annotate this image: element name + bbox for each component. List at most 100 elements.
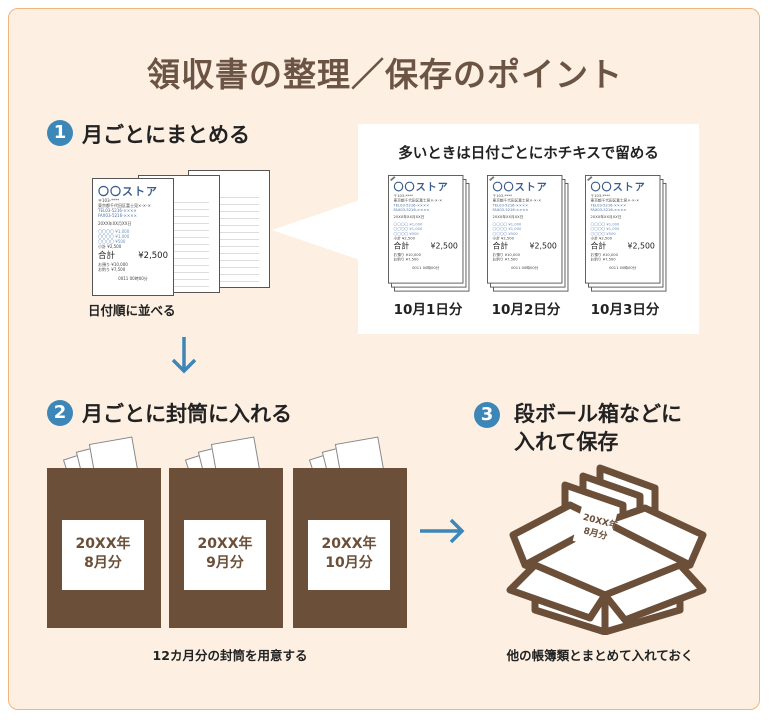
staple-box-heading: 多いときは日付ごとにホチキスで留める	[398, 146, 659, 162]
staple-icon	[587, 176, 593, 181]
receipt-date: 20XX年XX月XX日	[393, 214, 425, 220]
receipt: 〇〇ストア 〒103-**** 東京都千代田区富士見×-×-× TEL03-52…	[487, 175, 563, 284]
step-3-badge: 3	[474, 402, 500, 428]
envelope: 20XX年 9月分	[169, 468, 283, 628]
receipt-paid: お預り ¥10,000	[98, 262, 128, 267]
receipt-total-label: 合計	[492, 242, 509, 252]
date-label: 10月3日分	[590, 302, 660, 318]
receipt-total: ¥2,500	[529, 242, 557, 252]
receipt-total-row: 合計 ¥2,500	[493, 242, 557, 252]
receipt-change: お釣り ¥7,500	[492, 256, 518, 262]
envelope-year: 20XX年	[75, 536, 131, 552]
receipt-total-label: 合計	[393, 242, 410, 252]
receipt-postal: 〒103-****	[393, 193, 413, 198]
staple-icon	[489, 176, 495, 181]
receipt-change: お釣り ¥7,500	[590, 256, 616, 262]
envelope-month: 8月分	[84, 555, 122, 571]
receipt-total-row: 合計 ¥2,500	[98, 251, 168, 262]
receipt-store: 〇〇ストア	[393, 181, 449, 194]
receipt-postal: 〒103-****	[492, 193, 512, 198]
receipt-address: 東京都千代田区富士見×-×-×	[393, 198, 443, 203]
receipt: 〇〇ストア 〒103-**** 東京都千代田区富士見×-×-× TEL03-52…	[585, 175, 661, 284]
envelope: 20XX年 10月分	[293, 468, 407, 628]
receipt-fax: FAX03-5216-××××	[393, 207, 430, 212]
receipt-footer: 0011 00時00分	[412, 265, 440, 270]
receipt-total-label: 合計	[590, 242, 607, 252]
receipt-item: 〇〇〇〇 ¥1,000	[98, 229, 130, 234]
receipt-item: 小計 ¥2,500	[590, 235, 612, 241]
envelope-year: 20XX年	[321, 536, 377, 552]
receipt-date: 20XX年XX月XX日	[492, 214, 524, 220]
receipt-total: ¥2,500	[430, 242, 458, 252]
receipt-postal: 〒103-****	[98, 198, 120, 203]
receipt-store: 〇〇ストア	[492, 181, 548, 194]
page-title: 領収書の整理／保存のポイント	[147, 55, 623, 94]
receipt-item: 小計 ¥2,500	[492, 235, 514, 241]
receipt-fax: FAX03-5216-××××	[590, 207, 627, 212]
receipt-store: 〇〇ストア	[590, 181, 646, 194]
receipt-total-label: 合計	[98, 251, 116, 261]
receipt-fax: FAX03-5216-××××	[98, 213, 137, 218]
receipt-address: 東京都千代田区富士見×-×-×	[98, 203, 151, 208]
step-2-label: 月ごとに封筒に入れる	[82, 402, 292, 426]
date-label: 10月2日分	[491, 302, 561, 318]
receipt-paid: お預り ¥10,000	[393, 252, 421, 257]
receipt-item: 〇〇〇〇 ¥1,000	[98, 234, 130, 239]
receipt-fax: FAX03-5216-××××	[492, 207, 529, 212]
callout-connector	[272, 200, 360, 260]
arrow-down-icon	[171, 337, 197, 374]
receipt-item: 〇〇〇〇 ¥1,000	[492, 221, 522, 227]
cardboard-box-icon: 20XX年 8月分	[506, 464, 707, 635]
receipt-total-row: 合計 ¥2,500	[591, 242, 655, 252]
receipt: 〇〇ストア 〒103-**** 東京都千代田区富士見×-×-× TEL03-52…	[92, 178, 174, 296]
step-3-label-line1: 段ボール箱などに	[514, 402, 682, 426]
receipt-item: 小計 ¥2,500	[393, 235, 415, 241]
receipt-store: 〇〇ストア	[98, 185, 158, 198]
receipt-footer: 0011 00時00分	[118, 276, 148, 281]
step-1-badge: 1	[47, 120, 73, 146]
envelope: 20XX年 8月分	[47, 468, 161, 628]
receipt-address: 東京都千代田区富士見×-×-×	[590, 198, 640, 203]
receipt-item: 〇〇〇〇 ¥1,000	[492, 226, 522, 232]
receipt-paid: お預り ¥10,000	[492, 252, 520, 257]
receipt-tel: TEL03-5216-××××	[393, 202, 430, 208]
receipt-paid: お預り ¥10,000	[590, 252, 618, 257]
step-1-label: 月ごとにまとめる	[82, 123, 250, 147]
receipt-date: 20XX年XX月XX日	[590, 214, 622, 220]
receipt-item: 〇〇〇〇 ¥500	[492, 231, 518, 236]
receipt-tel: TEL03-5216-××××	[492, 202, 529, 208]
envelope-label: 20XX年 8月分	[62, 520, 144, 590]
step-2-badge: 2	[47, 400, 73, 426]
date-label: 10月1日分	[393, 302, 463, 318]
receipt-total: ¥2,500	[138, 251, 168, 261]
envelope-month: 9月分	[206, 555, 244, 571]
staple-icon	[390, 176, 396, 181]
receipt-tel: TEL03-5216-××××	[590, 202, 627, 208]
envelope-label: 20XX年 9月分	[184, 520, 266, 590]
step-3-caption: 他の帳簿類とまとめて入れておく	[506, 648, 694, 663]
step-3-label-line2: 入れて保存	[514, 430, 619, 454]
receipt: 〇〇ストア 〒103-**** 東京都千代田区富士見×-×-× TEL03-52…	[388, 175, 464, 284]
envelope-month: 10月分	[325, 555, 373, 571]
receipt-item: 〇〇〇〇 ¥500	[98, 239, 126, 244]
receipt-change: お釣り ¥7,500	[393, 256, 419, 262]
receipt-footer: 0011 00時00分	[511, 265, 539, 270]
step-2-caption: 12カ月分の封筒を用意する	[152, 648, 308, 663]
receipt-item: 〇〇〇〇 ¥1,000	[393, 226, 423, 232]
receipt-address: 東京都千代田区富士見×-×-×	[492, 198, 542, 203]
receipt-item: 〇〇〇〇 ¥1,000	[590, 221, 620, 227]
receipt-item: 〇〇〇〇 ¥1,000	[590, 226, 620, 232]
receipt-item: 〇〇〇〇 ¥1,000	[393, 221, 423, 227]
receipt-tel: TEL03-5216-××××	[98, 208, 137, 213]
receipt-total-row: 合計 ¥2,500	[394, 242, 458, 252]
receipt-date: 20XX年XX月XX日	[98, 221, 132, 226]
receipt-item: 〇〇〇〇 ¥500	[393, 231, 419, 236]
receipt-footer: 0011 00時00分	[609, 265, 637, 270]
envelope-year: 20XX年	[197, 536, 253, 552]
arrow-right-icon	[420, 518, 465, 544]
receipt-change: お釣り ¥7,500	[98, 267, 126, 272]
step-1-caption: 日付順に並べる	[88, 303, 176, 318]
receipt-total: ¥2,500	[627, 242, 655, 252]
receipt-postal: 〒103-****	[590, 193, 610, 198]
envelope-label: 20XX年 10月分	[308, 520, 390, 590]
